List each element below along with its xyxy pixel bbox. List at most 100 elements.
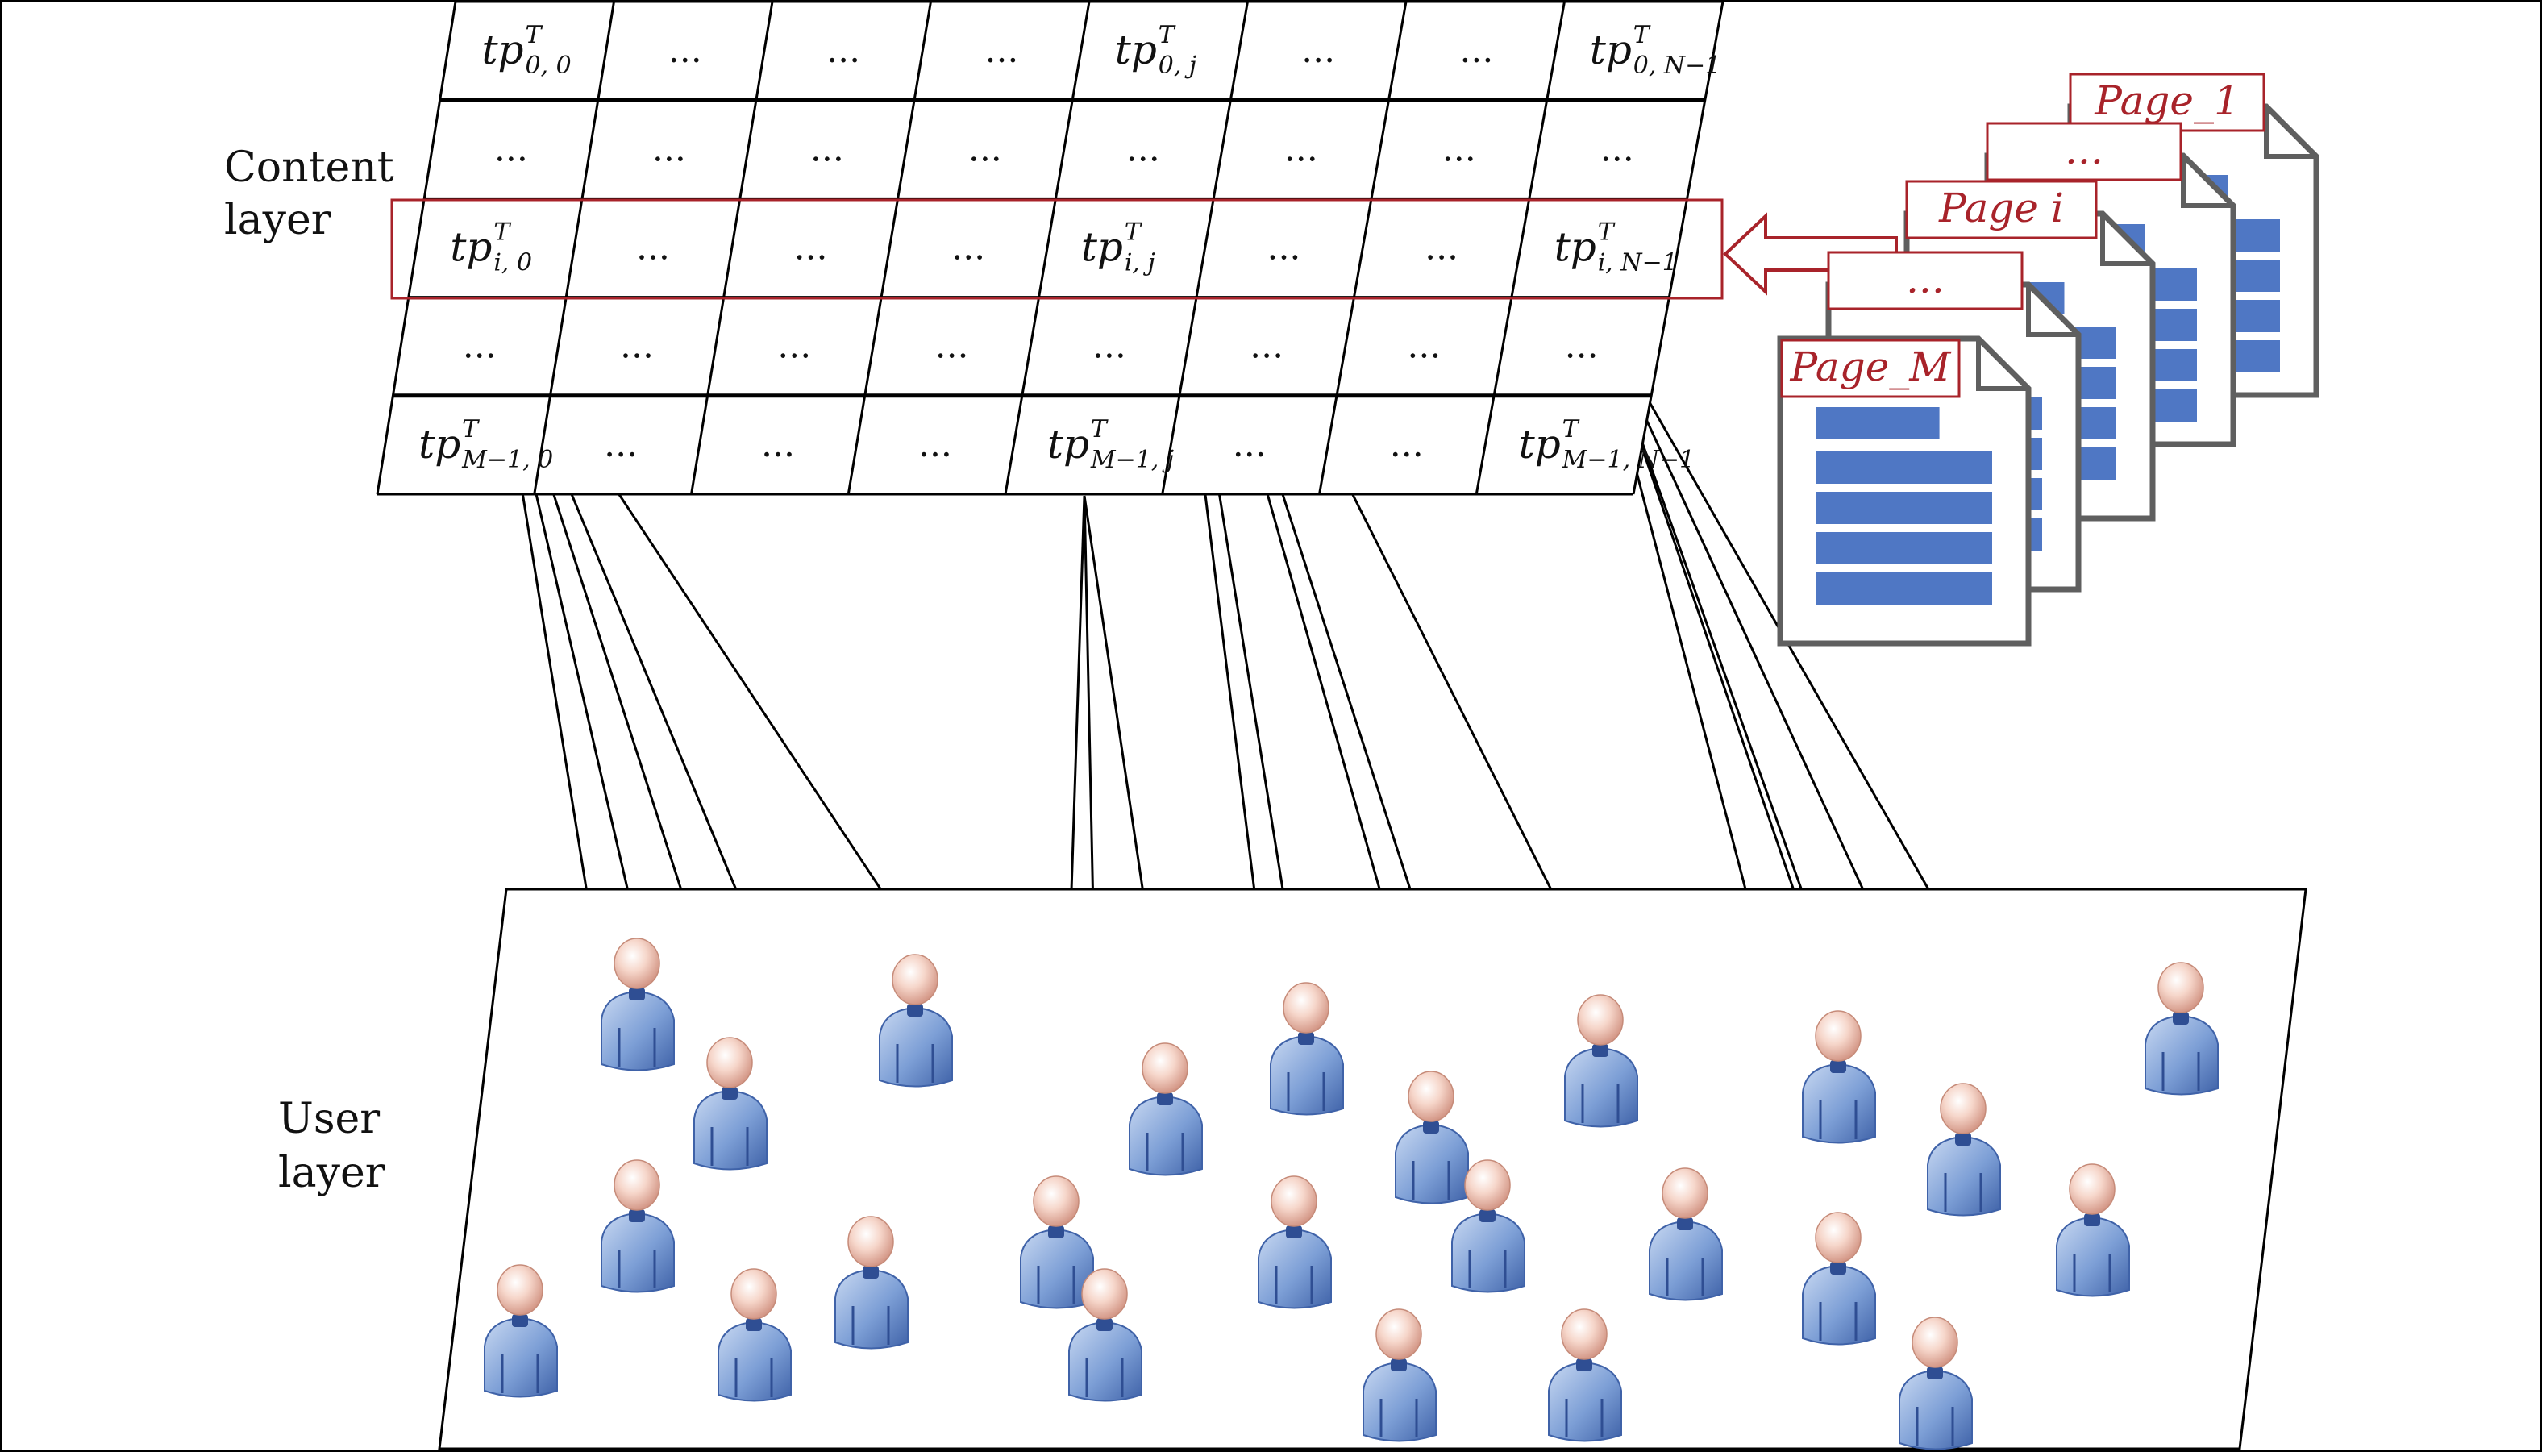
user-head — [730, 1268, 777, 1320]
page-document-icon: Page_M — [1777, 335, 2032, 647]
grid-column-line — [1161, 1, 1249, 495]
user-head — [1815, 1212, 1862, 1263]
user-collar — [1955, 1133, 1971, 1146]
user-collar — [2084, 1213, 2100, 1226]
cell-superscript: T — [525, 21, 543, 49]
grid-cell-ellipsis: ... — [777, 326, 811, 367]
user-head — [2157, 962, 2204, 1013]
grid-cell-ellipsis: ... — [761, 424, 795, 465]
page-fold — [2100, 214, 2153, 266]
grid-cell-ellipsis: ... — [810, 128, 844, 169]
page-text-bar — [1816, 532, 1992, 564]
cell-subscript: M−1, N−1 — [1562, 446, 1695, 474]
page-text-bar — [1816, 407, 1940, 439]
user-collar — [1830, 1262, 1846, 1275]
grid-cell-ellipsis: ... — [1301, 30, 1335, 71]
cell-superscript: T — [1125, 218, 1142, 247]
user-collar — [746, 1318, 762, 1331]
user-head — [1283, 982, 1329, 1034]
page-title: Page_M — [1790, 343, 1953, 390]
user-icon — [879, 954, 953, 1088]
user-head — [1912, 1317, 1958, 1368]
user-collar — [1479, 1209, 1496, 1222]
grid-cell-ellipsis: ... — [1425, 227, 1458, 268]
grid-cell-ellipsis: ... — [604, 424, 638, 465]
cell-superscript: T — [1633, 21, 1651, 49]
user-layer-label-1: User — [278, 1095, 380, 1143]
cell-subscript: 0, N−1 — [1633, 52, 1721, 80]
cell-base: tp — [418, 421, 460, 468]
grid-column-line — [1475, 1, 1566, 495]
grid-column-line — [1004, 1, 1091, 495]
user-icon — [601, 938, 675, 1071]
grid-cell-ellipsis: ... — [826, 30, 860, 71]
user-collar — [1048, 1225, 1064, 1238]
user-icon — [1395, 1071, 1469, 1204]
user-collar — [907, 1004, 923, 1017]
cell-subscript: M−1, 0 — [461, 446, 553, 474]
page-title-box — [1905, 180, 2098, 239]
grid-cell-ellipsis: ... — [1250, 326, 1283, 367]
user-head — [1577, 994, 1624, 1046]
user-icon — [1548, 1308, 1622, 1442]
user-icon — [834, 1216, 909, 1350]
user-layer-label-2: layer — [278, 1149, 385, 1197]
page-title: Page_1 — [2094, 77, 2240, 124]
page-title: ... — [1906, 256, 1945, 302]
user-icon — [1258, 1175, 1332, 1309]
cell-base: tp — [1081, 224, 1123, 271]
user-head — [1375, 1308, 1422, 1360]
grid-cell-ellipsis: ... — [935, 326, 969, 367]
cell-subscript: i, 0 — [493, 249, 532, 277]
grid-cell-ellipsis: ... — [1233, 424, 1267, 465]
page-title: ... — [2065, 127, 2103, 173]
grid-cell-ellipsis: ... — [494, 128, 528, 169]
user-head — [1033, 1175, 1080, 1227]
cell-subscript: 0, j — [1159, 52, 1196, 80]
cell-base: tp — [1590, 27, 1632, 73]
user-collar — [1576, 1358, 1592, 1371]
user-icon — [693, 1037, 768, 1171]
cell-superscript: T — [462, 415, 480, 443]
grid-cell-ellipsis: ... — [1126, 128, 1160, 169]
cell-subscript: i, j — [1125, 249, 1155, 277]
user-icon — [1927, 1083, 2001, 1217]
user-collar — [1298, 1032, 1314, 1045]
user-icon — [1802, 1212, 1876, 1346]
user-head — [892, 954, 938, 1005]
user-head — [1561, 1308, 1608, 1360]
user-head — [1662, 1167, 1708, 1219]
grid-cell-ellipsis: ... — [668, 30, 702, 71]
grid-cell-ellipsis: ... — [636, 227, 670, 268]
grid-column-line — [1318, 1, 1408, 495]
grid-cell-ellipsis: ... — [1390, 424, 1424, 465]
grid-cell-ellipsis: ... — [1459, 30, 1493, 71]
page-title-box — [1827, 251, 2024, 310]
page-title: Page i — [1938, 185, 2064, 231]
grid-column-line — [376, 1, 457, 495]
user-head — [1940, 1083, 1987, 1134]
cell-base: tp — [1519, 421, 1561, 468]
user-collar — [863, 1266, 879, 1279]
user-collar — [1830, 1060, 1846, 1073]
page-title-box — [2069, 73, 2265, 132]
user-head — [847, 1216, 894, 1267]
highlighted-row-box — [390, 198, 1724, 300]
user-collar — [1677, 1217, 1693, 1230]
user-collar — [1592, 1044, 1608, 1057]
cell-base: tp — [481, 27, 523, 73]
user-icon — [1899, 1317, 1973, 1450]
page-fold — [2181, 156, 2233, 208]
grid-cell-ellipsis: ... — [652, 128, 686, 169]
user-collar — [1096, 1318, 1113, 1331]
user-head — [1081, 1268, 1128, 1320]
grid-cell-ellipsis: ... — [984, 30, 1018, 71]
